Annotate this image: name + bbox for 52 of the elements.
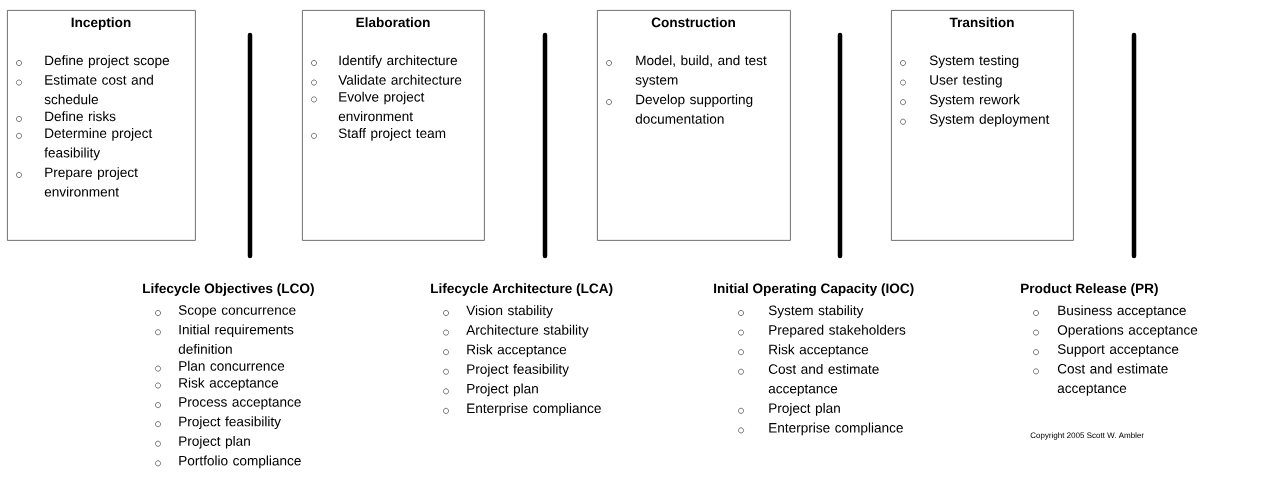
bullet-item: Scope concurrence [155, 305, 296, 318]
phase-box [7, 10, 196, 241]
bullet-item: Risk acceptance [738, 344, 869, 358]
bullet-item: Support acceptance [1033, 344, 1179, 357]
bullet-item: Estimate cost and schedule [16, 74, 153, 105]
phase-heading: Inception [71, 17, 131, 30]
bullet-item: Project plan [443, 383, 538, 397]
bullet-item: Operations acceptance [1033, 324, 1198, 338]
bullet-item: Initial requirements definition [155, 324, 294, 354]
bullet-item: Risk acceptance [155, 377, 279, 391]
bullet-item: Architecture stability [443, 324, 589, 338]
bullet-item: Project feasibility [155, 416, 281, 430]
bullet-item: Project plan [738, 403, 840, 416]
bullet-item: Cost and estimate acceptance [1033, 363, 1168, 396]
bullet-item: Project plan [155, 435, 250, 449]
phase-heading: Elaboration [356, 17, 430, 28]
bullet-item: System rework [900, 94, 1020, 108]
bullet-item: Define project scope [16, 55, 170, 68]
bullet-item: Plan concurrence [155, 360, 285, 372]
phase-heading: Transition [949, 17, 1014, 28]
bullet-item: Vision stability [443, 305, 553, 318]
milestone-heading: Lifecycle Architecture (LCA) [431, 283, 613, 296]
bullet-item: Model, build, and test system [606, 55, 767, 88]
milestone-heading: Initial Operating Capacity (IOC) [714, 283, 914, 296]
phase-box [302, 10, 485, 241]
bullet-item: Validate architecture [311, 74, 462, 86]
copyright-note: Copyright 2005 Scott W. Ambler [1030, 432, 1144, 440]
bullet-item: Portfolio compliance [155, 455, 301, 469]
bullet-item: Define risks [16, 111, 116, 122]
bullet-item: Prepare project environment [16, 167, 138, 197]
bullet-item: Enterprise compliance [738, 422, 903, 436]
bullet-item: Prepared stakeholders [738, 324, 906, 338]
bullet-item: Business acceptance [1033, 305, 1186, 318]
bullet-item: System testing [900, 55, 1019, 68]
bullet-item: Develop supporting documentation [606, 94, 753, 124]
bullet-item: System stability [738, 305, 864, 318]
phase-box [597, 10, 791, 241]
phase-box [891, 10, 1074, 241]
bullet-item: System deployment [900, 113, 1050, 127]
bullet-item: Cost and estimate acceptance [738, 363, 879, 397]
bullet-item: Project feasibility [443, 363, 569, 377]
milestone-heading: Product Release (PR) [1021, 283, 1158, 296]
bullet-item: Identify architecture [311, 55, 458, 68]
bullet-item: Staff project team [311, 128, 446, 141]
bullet-item: User testing [900, 74, 1002, 88]
bullet-item: Evolve project environment [311, 91, 425, 122]
phase-heading: Construction [651, 17, 735, 28]
bullet-item: Determine project feasibility [16, 128, 153, 161]
bullet-item: Process acceptance [155, 397, 301, 410]
bullet-item: Enterprise compliance [443, 403, 601, 416]
milestone-heading: Lifecycle Objectives (LCO) [143, 283, 314, 296]
bullet-item: Risk acceptance [443, 344, 567, 358]
